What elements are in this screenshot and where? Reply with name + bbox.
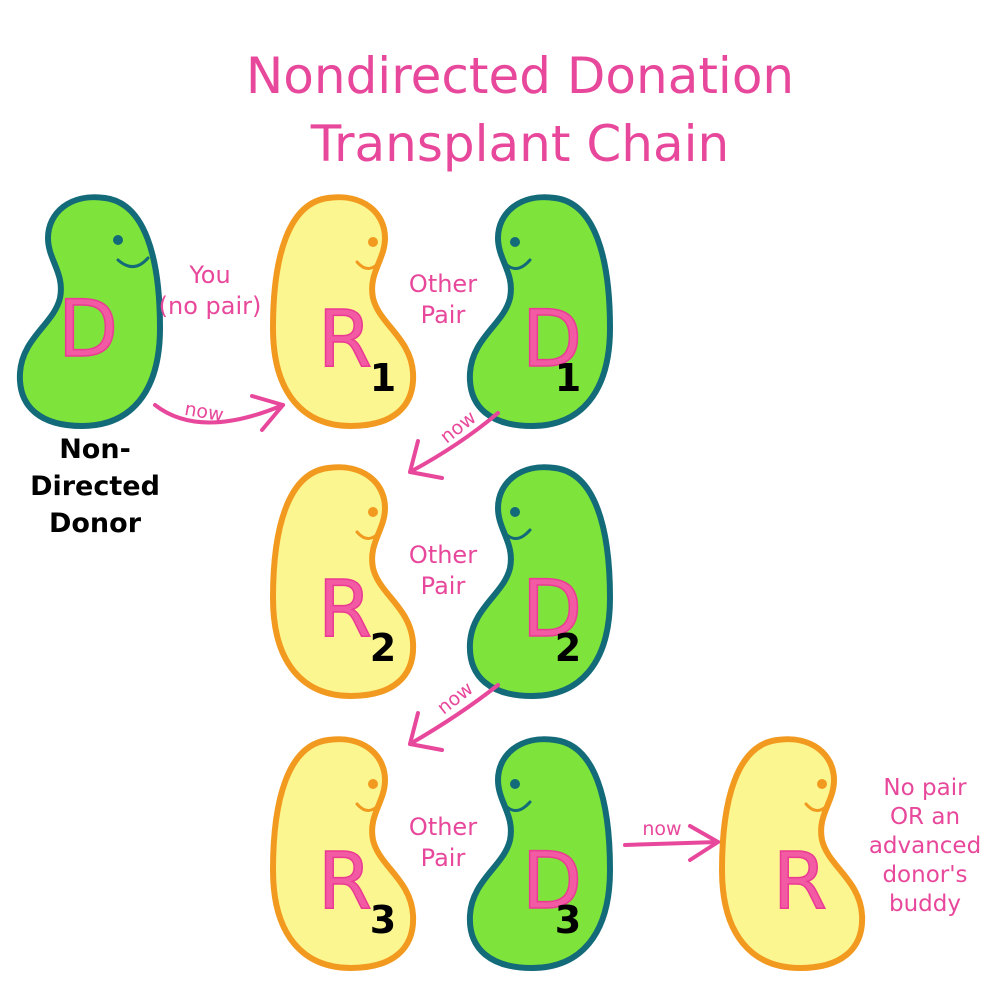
arrow-head-icon	[408, 439, 444, 480]
pair-label-1: Other Pair	[409, 270, 477, 329]
bean-smile	[502, 800, 532, 812]
arrow-icon	[408, 411, 500, 474]
title-line-2: Transplant Chain	[310, 115, 729, 173]
bean-letter: R	[318, 565, 372, 655]
bean-letter: R	[318, 295, 372, 385]
bean-letter: D	[58, 285, 118, 375]
non-directed-donor-bean: D	[20, 197, 160, 426]
bean-smile	[804, 800, 832, 812]
pair-label-line-2: Pair	[421, 844, 466, 872]
donor-bean-3: D 3	[470, 739, 610, 968]
end-label-line-1: No pair	[883, 775, 967, 801]
end-label-line-3: advanced	[869, 833, 981, 859]
recipient-bean-2: R 2	[273, 467, 413, 696]
arrow-icon	[153, 403, 285, 425]
pair-label-3: Other Pair	[409, 813, 477, 872]
arrow-label: now	[642, 818, 681, 840]
pair-label-line-2: (no pair)	[159, 292, 262, 320]
bean-eye	[368, 779, 378, 789]
bean-eye	[510, 507, 520, 517]
bean-eye	[368, 237, 378, 247]
bean-subscript: 1	[370, 356, 396, 400]
end-label-line-4: donor's	[882, 862, 967, 888]
bean-subscript: 3	[370, 898, 396, 942]
bean-letter: D	[522, 565, 582, 655]
donor-bean-2: D 2	[470, 467, 610, 696]
pair-label-line-1: Other	[409, 541, 477, 569]
bean-letter: D	[522, 295, 582, 385]
bean-subscript: 1	[555, 356, 581, 400]
pair-label-line-1: You	[188, 261, 230, 289]
pair-label-line-2: Pair	[421, 572, 466, 600]
non-directed-donor-pair-label: You (no pair)	[159, 261, 262, 320]
pair-label-2: Other Pair	[409, 541, 477, 600]
bean-smile	[355, 528, 383, 540]
title-line-1: Nondirected Donation	[246, 47, 794, 105]
arrow-head-icon	[408, 711, 444, 752]
arrow-head-icon	[250, 394, 285, 432]
bean-eye	[510, 237, 520, 247]
ndd-label-line-3: Donor	[49, 508, 142, 539]
ndd-label-line-2: Directed	[30, 471, 160, 502]
donor-bean-1: D 1	[470, 197, 610, 426]
arrow-d2-to-r3: now	[408, 678, 500, 752]
bean-smile	[502, 258, 532, 270]
bean-smile	[502, 528, 532, 540]
bean-eye	[368, 507, 378, 517]
recipient-bean-1: R 1	[273, 197, 413, 426]
end-label-line-2: OR an	[890, 804, 960, 830]
pair-label-line-1: Other	[409, 270, 477, 298]
pair-label-line-2: Pair	[421, 301, 466, 329]
arrow-d3-to-end: now	[623, 818, 720, 862]
bean-letter: R	[773, 837, 827, 927]
pair-label-line-1: Other	[409, 813, 477, 841]
bean-eye	[817, 779, 827, 789]
end-label-line-5: buddy	[889, 891, 961, 917]
bean-smile	[355, 800, 383, 812]
arrow-head-icon	[688, 824, 720, 862]
diagram-title: Nondirected Donation Transplant Chain	[246, 47, 794, 173]
bean-smile	[355, 258, 383, 270]
arrow-label: now	[433, 678, 477, 719]
arrow-icon	[408, 683, 500, 746]
ndd-label-line-1: Non-	[59, 434, 131, 465]
bean-eye	[510, 779, 520, 789]
arrow-d1-to-r2: now	[408, 407, 500, 480]
bean-subscript: 2	[370, 626, 396, 670]
bean-eye	[113, 235, 123, 245]
bean-letter: D	[522, 837, 582, 927]
arrow-icon	[623, 840, 720, 847]
recipient-bean-3: R 3	[273, 739, 413, 968]
bean-smile	[116, 256, 150, 268]
bean-letter: R	[318, 837, 372, 927]
arrow-ndd-to-r1: now	[153, 394, 285, 432]
bean-subscript: 3	[555, 898, 581, 942]
end-recipient-label: No pair OR an advanced donor's buddy	[869, 775, 981, 917]
bean-subscript: 2	[555, 626, 581, 670]
non-directed-donor-label: Non- Directed Donor	[30, 434, 160, 539]
end-recipient-bean: R	[722, 739, 862, 968]
